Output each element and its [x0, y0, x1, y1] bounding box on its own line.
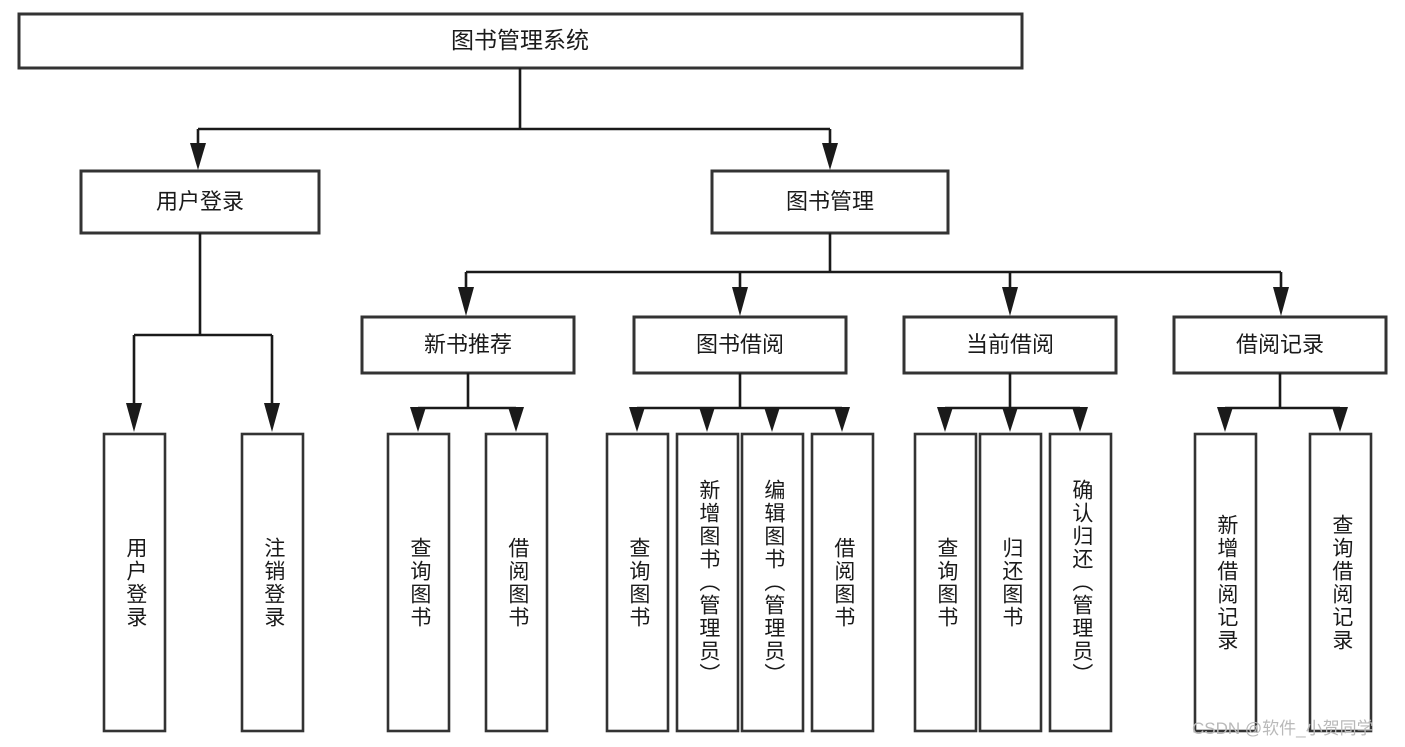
- connector-book-management-to-level3: [458, 233, 1289, 316]
- node-borrow-record-label: 借阅记录: [1236, 332, 1324, 357]
- node-borrow-record[interactable]: 借阅记录: [1172, 315, 1388, 375]
- arrow-to-leaf-add-record: [1217, 407, 1233, 432]
- node-book-borrow[interactable]: 图书借阅: [632, 315, 848, 375]
- connector-root-to-level2: [190, 68, 838, 170]
- connector-book-borrow-to-leaves: [629, 373, 850, 432]
- arrow-to-leaf-query-record: [1332, 407, 1348, 432]
- arrow-to-leaf-user-login: [126, 403, 142, 432]
- arrow-to-book-borrow: [732, 287, 748, 316]
- arrow-to-leaf-logout: [264, 403, 280, 432]
- leaf-add-book-box[interactable]: [675, 432, 740, 733]
- arrow-to-leaf-edit-book: [764, 407, 780, 432]
- leaf-logout-box[interactable]: [240, 432, 305, 733]
- node-book-management[interactable]: 图书管理: [710, 169, 950, 235]
- node-root-system[interactable]: 图书管理系统: [17, 12, 1024, 70]
- node-book-borrow-label: 图书借阅: [696, 332, 784, 357]
- arrow-to-borrow-record: [1273, 287, 1289, 316]
- leaf-query-record-box[interactable]: [1308, 432, 1373, 733]
- arrow-root-to-book-management: [822, 143, 838, 170]
- leaf-edit-book-box[interactable]: [740, 432, 805, 733]
- connector-new-book-recommend-to-leaves: [410, 373, 524, 432]
- leaf-query-book-3-box[interactable]: [913, 432, 978, 733]
- leaf-query-book-1-box[interactable]: [386, 432, 451, 733]
- arrow-to-leaf-confirm-return: [1072, 407, 1088, 432]
- node-current-borrow-label: 当前借阅: [966, 332, 1054, 357]
- arrow-to-leaf-add-book: [699, 407, 715, 432]
- node-new-book-recommend-box: [360, 315, 576, 375]
- arrow-to-leaf-return-book: [1002, 407, 1018, 432]
- leaf-user-login-box[interactable]: [102, 432, 167, 733]
- node-current-borrow-box: [902, 315, 1118, 375]
- node-user-login-label: 用户登录: [156, 189, 244, 214]
- arrow-to-leaf-query-book-3: [937, 407, 953, 432]
- node-root-system-box: [17, 12, 1024, 70]
- arrow-to-leaf-query-book-1: [410, 407, 426, 432]
- leaf-borrow-book-1-box[interactable]: [484, 432, 549, 733]
- arrow-to-leaf-borrow-book-2: [834, 407, 850, 432]
- arrow-to-leaf-borrow-book-1: [508, 407, 524, 432]
- arrow-to-new-book-recommend: [458, 287, 474, 316]
- node-new-book-recommend-label: 新书推荐: [424, 332, 512, 357]
- node-new-book-recommend[interactable]: 新书推荐: [360, 315, 576, 375]
- node-user-login[interactable]: 用户登录: [79, 169, 321, 235]
- leaf-borrow-book-2-box[interactable]: [810, 432, 875, 733]
- connector-current-borrow-to-leaves: [937, 373, 1088, 432]
- node-root-system-label: 图书管理系统: [451, 27, 589, 53]
- leaf-return-book-box[interactable]: [978, 432, 1043, 733]
- leaf-query-book-2-box[interactable]: [605, 432, 670, 733]
- arrow-to-leaf-query-book-2: [629, 407, 645, 432]
- arrow-to-current-borrow: [1002, 287, 1018, 316]
- connector-user-login-to-leaves: [126, 233, 280, 432]
- node-book-management-label: 图书管理: [786, 189, 874, 214]
- connector-borrow-record-to-leaves: [1217, 373, 1348, 432]
- leaf-confirm-return-box[interactable]: [1048, 432, 1113, 733]
- leaf-add-record-box[interactable]: [1193, 432, 1258, 733]
- node-user-login-box: [79, 169, 321, 235]
- arrow-root-to-user-login: [190, 143, 206, 170]
- node-current-borrow[interactable]: 当前借阅: [902, 315, 1118, 375]
